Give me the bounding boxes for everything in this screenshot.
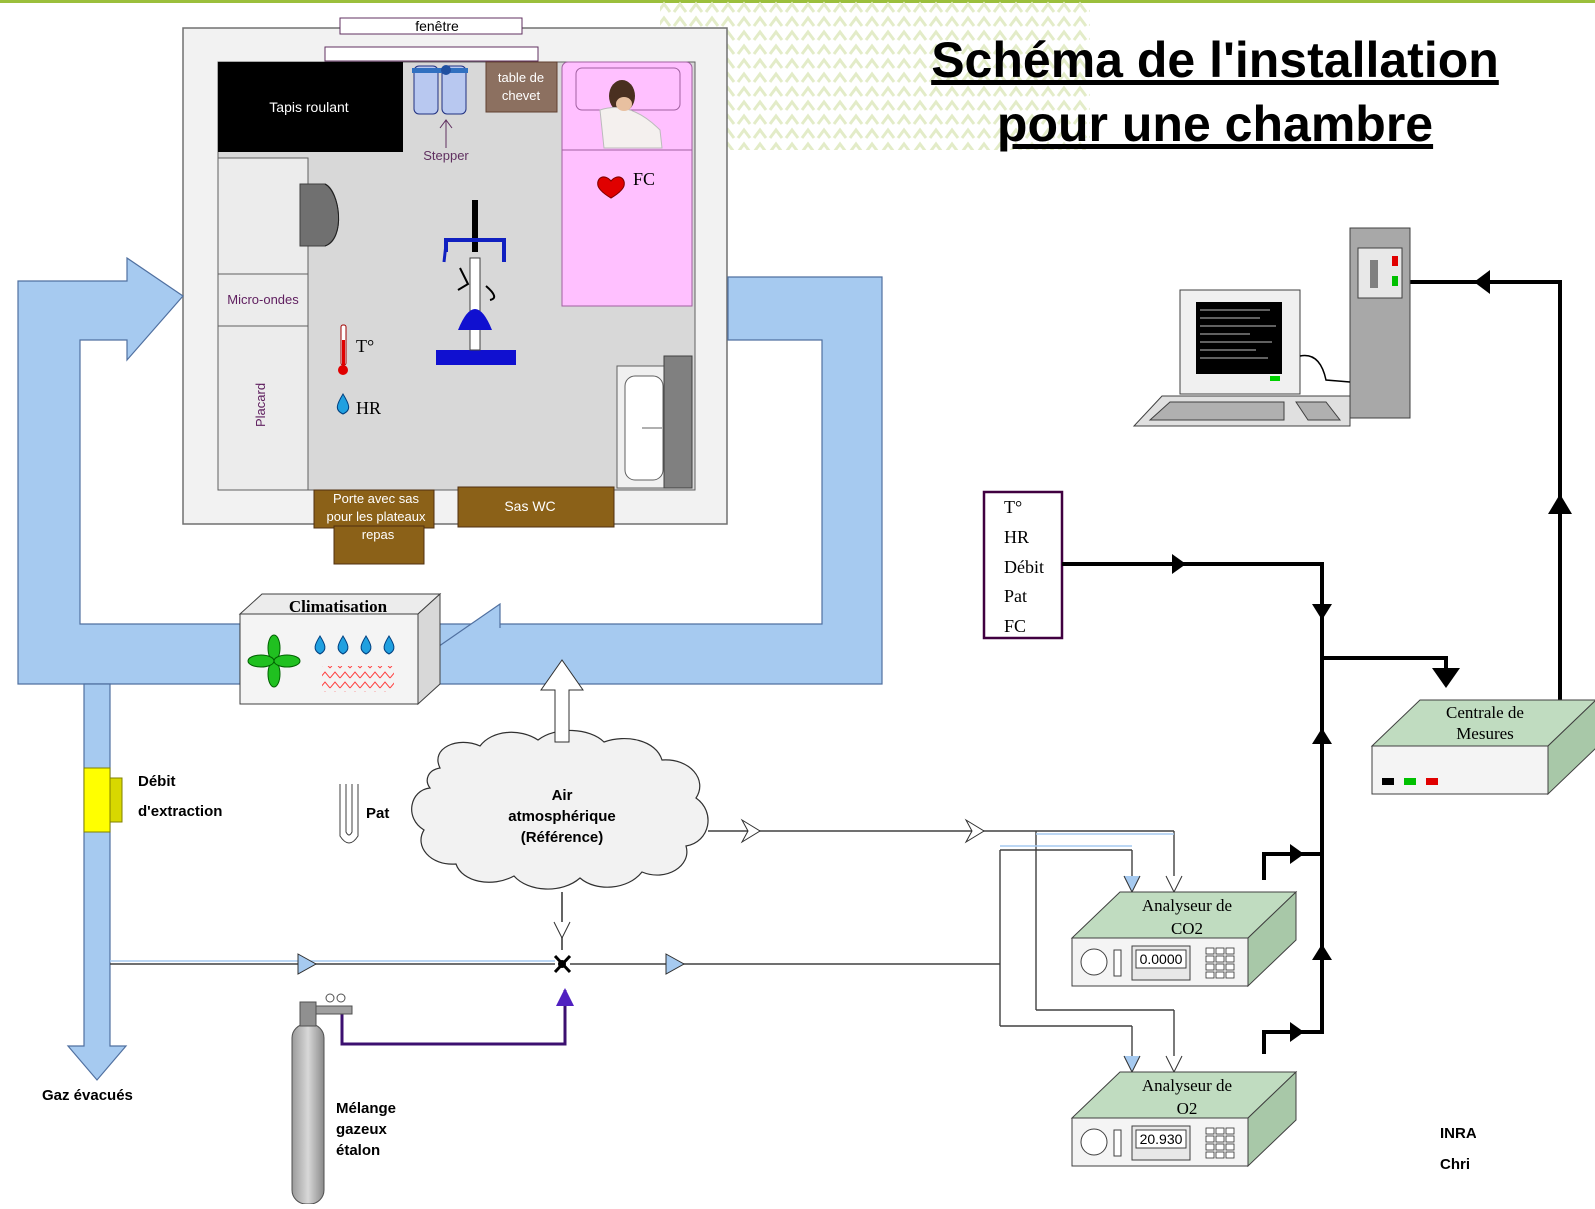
- calibration-label-3: étalon: [336, 1142, 380, 1159]
- temperature-label: T°: [356, 336, 374, 356]
- cupboard-label: Placard: [253, 383, 268, 427]
- thermometer-icon: [338, 324, 348, 375]
- wc-lock-label: Sas WC: [504, 498, 555, 514]
- pressure-label: Pat: [366, 805, 389, 822]
- calibration-gas-line: [340, 990, 567, 1046]
- sensor-item-4: FC: [1004, 616, 1026, 636]
- keypad-icon: [1205, 947, 1235, 979]
- bed: [561, 61, 693, 307]
- o2-analyzer: [1070, 1070, 1298, 1168]
- manometer-icon: [339, 784, 359, 844]
- hvac-label: Climatisation: [289, 597, 388, 616]
- exercise-bike-icon: [436, 200, 516, 365]
- bedside-table-label-2: chevet: [502, 88, 541, 103]
- humidity-label: HR: [356, 398, 381, 418]
- fan-icon: [247, 634, 301, 688]
- window: [339, 17, 523, 35]
- three-way-valve-icon: [553, 954, 572, 974]
- page-title-line-1: Schéma de l'installation: [931, 32, 1499, 88]
- sensor-item-0: T°: [1004, 497, 1022, 517]
- sensors-panel: [982, 490, 1064, 640]
- reference-air-cloud: [411, 729, 709, 890]
- bedside-table-label-1: table de: [498, 70, 544, 85]
- calibration-arrow: [556, 988, 574, 1006]
- stepper-label: Stepper: [423, 148, 469, 163]
- humidifier-drops-icon: [314, 635, 395, 655]
- co2-label-1: Analyseur de: [1142, 896, 1232, 915]
- microwave-label: Micro-ondes: [227, 292, 299, 307]
- bedside-table: [485, 61, 558, 113]
- room-plan: fenêtre Tapis roulant Stepper table de c…: [182, 17, 728, 565]
- fresh-air-arrow: [540, 659, 584, 743]
- window-sill: [324, 46, 539, 62]
- computer-icon: [1132, 227, 1411, 427]
- gas-cylinder-icon: [291, 993, 353, 1205]
- co2-analyzer: [1070, 890, 1298, 988]
- air-label-1: Air: [552, 787, 573, 804]
- credit-clip: INRA Chri: [1440, 1125, 1477, 1173]
- flow-arrow-icons: [297, 818, 1183, 1074]
- meal-door-label-3: repas: [362, 527, 395, 542]
- washbasin-icon: [616, 355, 693, 489]
- flow-meter-icon: [83, 767, 123, 833]
- flow-label-2: d'extraction: [138, 803, 222, 820]
- water-drop-icon: [336, 393, 350, 415]
- stepper: [412, 65, 468, 148]
- treadmill: [218, 62, 403, 152]
- page-title-line-2: pour une chambre: [996, 96, 1434, 152]
- o2-reading: 20.930: [1140, 1131, 1183, 1147]
- window-label: fenêtre: [415, 18, 459, 34]
- page-title: Schéma de l'installation pour une chambr…: [905, 28, 1525, 156]
- sampling-lines: [110, 830, 1175, 1060]
- calibration-label-1: Mélange: [336, 1100, 396, 1117]
- sensor-item-1: HR: [1004, 527, 1029, 547]
- meal-door-lower: [333, 525, 425, 565]
- heater-icon: [322, 666, 394, 692]
- co2-label-2: CO2: [1171, 919, 1203, 938]
- exhaust-label: Gaz évacués: [42, 1087, 133, 1104]
- meal-door-label-1: Porte avec sas: [333, 491, 419, 506]
- background-pattern: [660, 0, 1090, 150]
- co2-reading: 0.0000: [1140, 951, 1183, 967]
- heart-icon: [597, 176, 625, 199]
- kitchen-unit: [217, 157, 309, 275]
- air-label-3: (Référence): [521, 829, 604, 846]
- credit-line-1: INRA: [1440, 1125, 1477, 1142]
- sensor-item-3: Pat: [1004, 586, 1027, 606]
- keypad-icon: [1205, 1127, 1235, 1159]
- acquisition-unit: [1370, 699, 1595, 796]
- air-conditioning-unit: [238, 592, 442, 706]
- calibration-label-2: gazeux: [336, 1121, 388, 1138]
- acquisition-label-1: Centrale de: [1446, 703, 1524, 722]
- wc-lock: [457, 486, 615, 528]
- sensor-item-2: Débit: [1004, 557, 1044, 577]
- cupboard: [217, 325, 309, 491]
- meal-door-label-2: pour les plateaux: [326, 509, 426, 524]
- air-label-2: atmosphérique: [508, 808, 616, 825]
- heart-rate-label: FC: [633, 169, 655, 189]
- acquisition-label-2: Mesures: [1456, 724, 1514, 743]
- o2-label-1: Analyseur de: [1142, 1076, 1232, 1095]
- signal-arrow-icons: [1172, 270, 1572, 1042]
- flow-label-1: Débit: [138, 773, 176, 790]
- exhaust-duct: [66, 683, 128, 1081]
- credit-line-2: Chri: [1440, 1156, 1470, 1173]
- treadmill-label: Tapis roulant: [269, 99, 348, 115]
- o2-label-2: O2: [1177, 1099, 1198, 1118]
